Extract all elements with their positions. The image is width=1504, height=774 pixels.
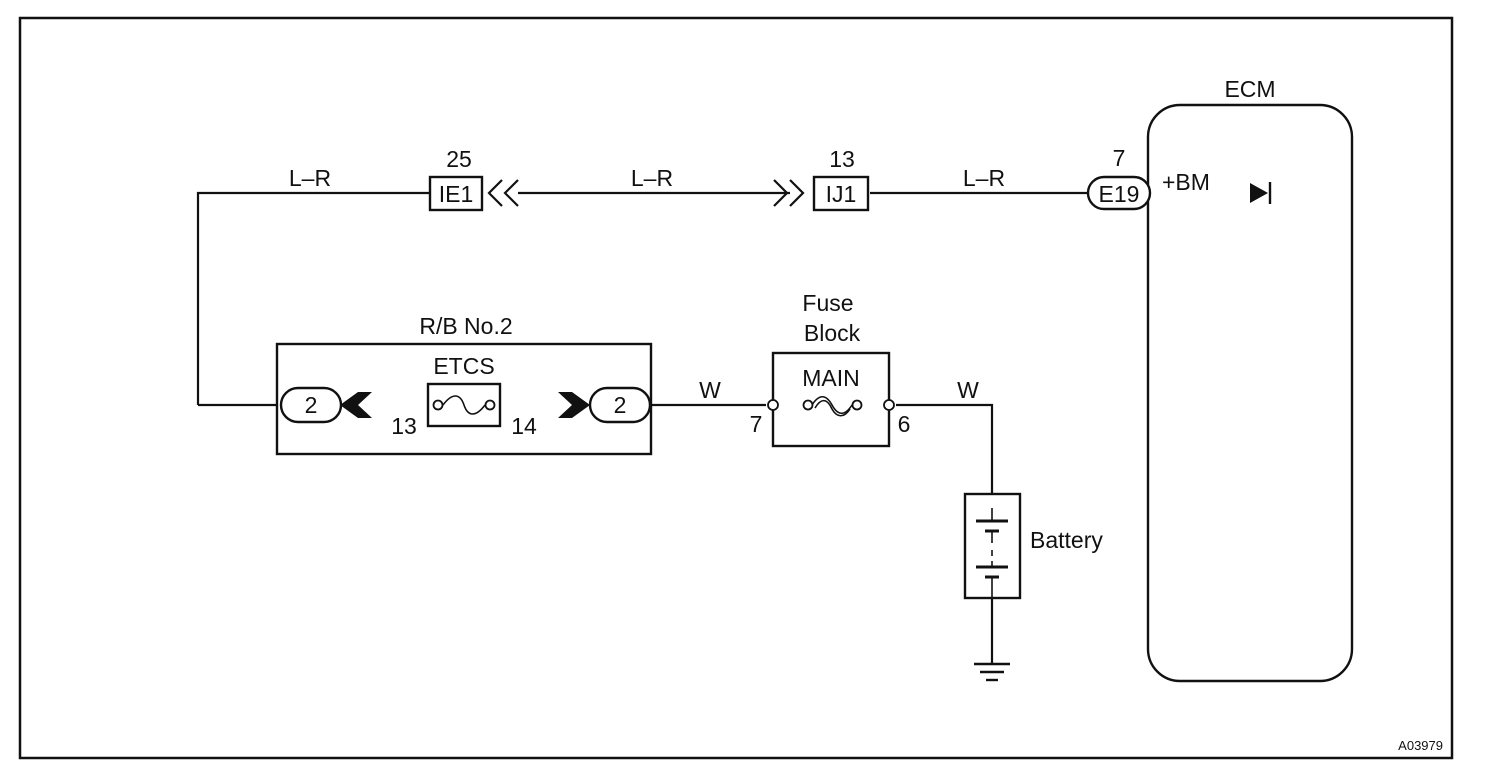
connector-ie1 xyxy=(428,175,484,212)
connector-e19-label: E19 xyxy=(1099,181,1140,207)
wire-w-fuse-battery xyxy=(896,403,994,494)
rb-right-pin: 14 xyxy=(511,413,537,439)
ground-icon xyxy=(974,662,1010,682)
relay-block-label: R/B No.2 xyxy=(419,313,512,339)
fuse-block-label-line1: Fuse xyxy=(802,290,853,316)
connector-ie1-pin: 25 xyxy=(446,146,472,172)
battery-icon xyxy=(976,508,1008,598)
wire-l-r-left xyxy=(196,191,430,405)
connector-ij1-label: IJ1 xyxy=(826,181,857,207)
fuse-block-label-line2: Block xyxy=(804,320,861,346)
connector-ij1 xyxy=(812,175,870,212)
ecm-terminal-label: +BM xyxy=(1162,169,1210,195)
wire-label-fuse-battery: W xyxy=(957,377,979,403)
etcs-fuse-label: ETCS xyxy=(433,353,494,379)
wire-label-top-right: L–R xyxy=(963,165,1005,191)
etcs-fuse-icon xyxy=(432,395,496,415)
wire-label-top-middle: L–R xyxy=(631,165,673,191)
ecm-box xyxy=(1146,103,1354,683)
wire-label-top-left: L–R xyxy=(289,165,331,191)
connector-e19-pin: 7 xyxy=(1113,145,1126,171)
main-fuse-label: MAIN xyxy=(802,365,860,391)
rb-left-connector-label: 2 xyxy=(305,392,318,418)
diode-icon xyxy=(1250,182,1272,204)
rb-left-pin: 13 xyxy=(391,413,417,439)
connector-ie1-chevron-icon xyxy=(487,179,519,207)
connector-ij1-pin: 13 xyxy=(829,146,855,172)
rb-right-connector xyxy=(588,386,652,424)
figure-code: A03979 xyxy=(1398,738,1443,753)
wire-label-rb-fuse: W xyxy=(699,377,721,403)
connector-ie1-label: IE1 xyxy=(439,181,474,207)
connector-e19 xyxy=(1086,175,1152,211)
fuse-block-right-pin: 6 xyxy=(898,411,911,437)
ecm-label: ECM xyxy=(1224,76,1275,102)
connector-ij1-chevron-icon xyxy=(773,179,805,207)
rb-right-connector-label: 2 xyxy=(614,392,627,418)
rb-left-terminal-icon xyxy=(340,392,372,418)
rb-right-terminal-icon xyxy=(558,392,590,418)
battery-label: Battery xyxy=(1030,527,1103,553)
main-fuse-icon xyxy=(767,395,895,417)
fuse-block-left-pin: 7 xyxy=(750,411,763,437)
